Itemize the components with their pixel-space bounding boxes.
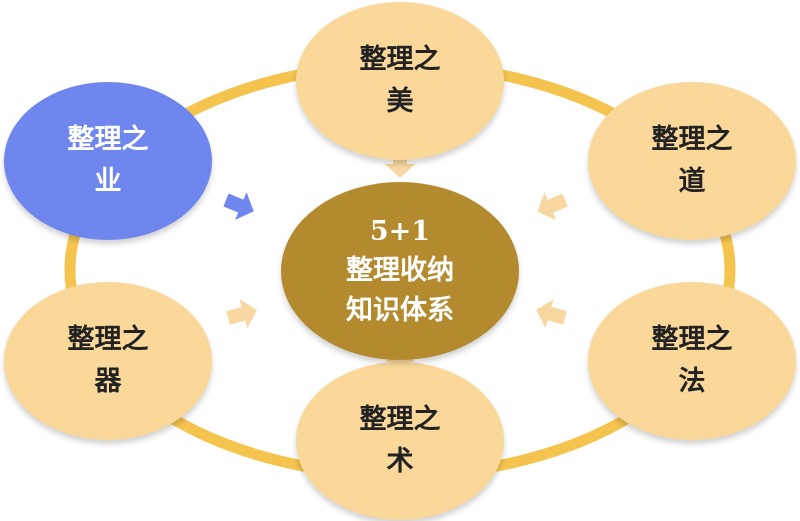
center-node: 5+1 整理收纳 知识体系 bbox=[281, 182, 519, 360]
node-ye: 整理之 业 bbox=[4, 82, 212, 240]
node-qi: 整理之 器 bbox=[4, 282, 212, 440]
node-dao-line1: 整理之 bbox=[651, 124, 733, 156]
node-shu-line2: 术 bbox=[386, 446, 414, 477]
node-mei: 整理之 美 bbox=[296, 2, 504, 160]
arrow-from-mei bbox=[385, 148, 415, 178]
node-ye-line2: 业 bbox=[94, 166, 122, 197]
node-mei-line1: 整理之 bbox=[359, 44, 441, 76]
node-qi-line1: 整理之 bbox=[67, 324, 149, 356]
node-ye-line1: 整理之 bbox=[67, 124, 149, 156]
node-fa-line1: 整理之 bbox=[651, 324, 733, 356]
node-fa-line2: 法 bbox=[678, 366, 706, 397]
arrow-from-fa bbox=[536, 299, 567, 328]
arrow-from-ye bbox=[223, 192, 254, 220]
node-shu: 整理之 术 bbox=[296, 362, 504, 520]
center-line3: 知识体系 bbox=[346, 294, 454, 326]
arrow-from-qi bbox=[226, 299, 257, 329]
node-fa: 整理之 法 bbox=[588, 282, 796, 440]
node-qi-line2: 器 bbox=[94, 366, 122, 397]
center-line1: 5+1 bbox=[369, 216, 431, 248]
center-line2: 整理收纳 bbox=[346, 255, 454, 287]
arrow-from-dao bbox=[537, 192, 568, 221]
node-mei-line2: 美 bbox=[386, 86, 414, 117]
node-shu-line1: 整理之 bbox=[359, 404, 441, 436]
node-dao: 整理之 道 bbox=[588, 82, 796, 240]
node-dao-line2: 道 bbox=[678, 166, 706, 197]
